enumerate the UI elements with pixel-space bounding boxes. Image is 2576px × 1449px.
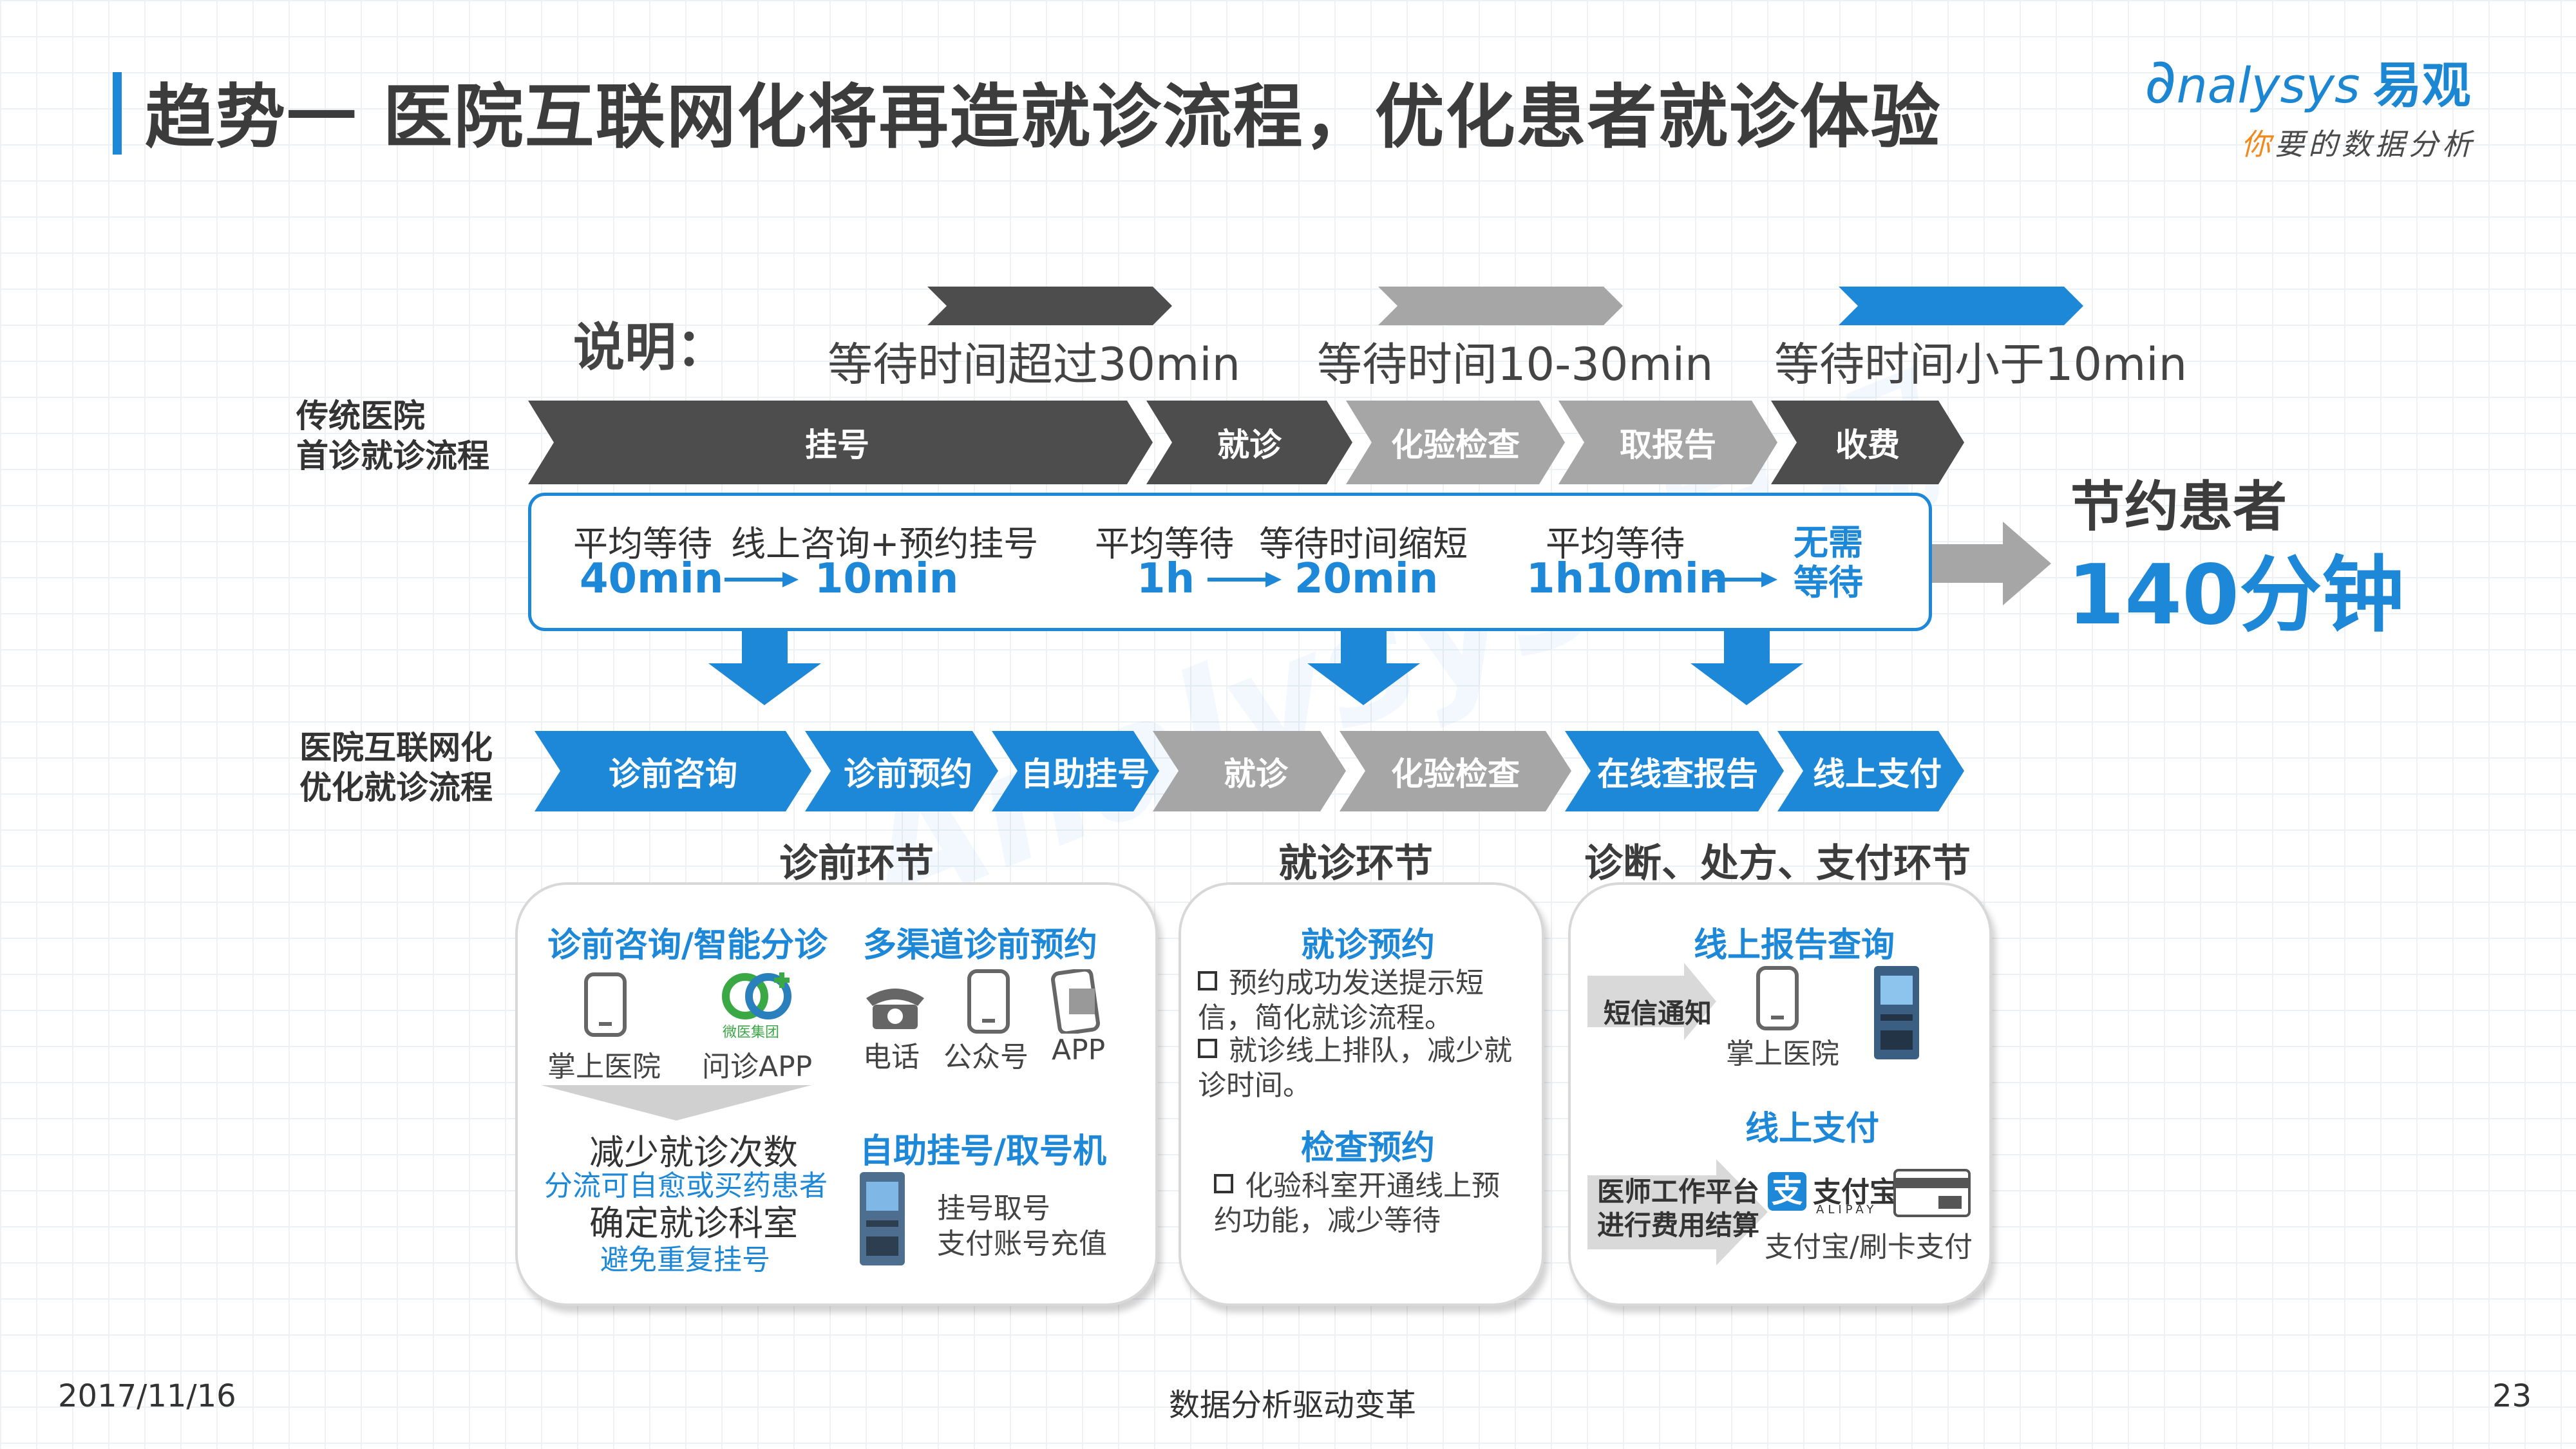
saving-label: 节约患者: [2070, 475, 2287, 538]
mobile-phone-icon: [584, 972, 627, 1037]
no-wait-label: 无需等待: [1794, 522, 1863, 603]
bank-card-icon: [1893, 1169, 1971, 1217]
step-lab-test: 化验检查: [1391, 426, 1520, 464]
improve-label-2: 等待时间缩短: [1259, 524, 1468, 564]
down-arrow-3: [1690, 628, 1803, 705]
benefit-avoid-repeat: 避免重复挂号: [600, 1244, 770, 1276]
improvement-box: [528, 493, 1932, 631]
mobile-phone-icon: [1756, 966, 1799, 1030]
legend-label-long: 等待时间超过30min: [828, 338, 1241, 391]
panel1-title-kiosk: 自助挂号/取号机: [860, 1132, 1106, 1171]
alipay-brand-en: ALIPAY: [1816, 1203, 1878, 1217]
traditional-flow-label: 传统医院首诊就诊流程: [296, 397, 489, 475]
arrow-right-icon: [1703, 572, 1777, 587]
telephone-icon: [866, 989, 924, 1029]
icon-label-consult-app: 问诊APP: [702, 1050, 813, 1083]
icon-label-app: APP: [1052, 1034, 1106, 1066]
panel3-title-report: 线上报告查询: [1694, 926, 1895, 965]
step-lab-test-2: 化验检查: [1391, 755, 1520, 793]
benefit-divert-patients: 分流可自愈或买药患者: [544, 1170, 828, 1202]
improve-label-1: 线上咨询+预约挂号: [731, 524, 1039, 564]
kiosk-label-register: 挂号取号: [937, 1192, 1050, 1225]
step-consult: 就诊: [1217, 426, 1282, 464]
panel1-title-booking: 多渠道诊前预约: [863, 926, 1098, 965]
title-accent-bar: [113, 72, 122, 155]
platform-label: 医师工作平台进行费用结算: [1597, 1176, 1760, 1241]
step-self-register: 自助挂号: [1021, 755, 1150, 793]
mobile-hospital-label: 掌上医院: [1726, 1037, 1839, 1070]
step-register: 挂号: [805, 426, 869, 464]
legend-arrow-blue: [1839, 287, 2083, 325]
improve-value-1: 10min: [815, 555, 959, 603]
legend-label-short: 等待时间小于10min: [1774, 338, 2188, 391]
section-pre-consult: 诊前环节: [779, 841, 934, 886]
icon-label-phone: 电话: [863, 1041, 920, 1074]
bullet-online-queue: 就诊线上排队，减少就诊时间。: [1198, 1034, 1512, 1102]
mobile-app-icon: [1051, 969, 1100, 1034]
footer-date: 2017/11/16: [58, 1378, 236, 1414]
saving-arrow: [1932, 522, 2051, 605]
section-diagnosis-pay: 诊断、处方、支付环节: [1584, 841, 1971, 886]
benefit-confirm-dept: 确定就诊科室: [589, 1203, 798, 1244]
wait-label-3: 平均等待: [1546, 524, 1685, 564]
platform-arrow: [1587, 1159, 1768, 1265]
down-arrow-2: [1307, 628, 1420, 705]
payment-methods-label: 支付宝/刷卡支付: [1765, 1231, 1973, 1264]
kiosk-machine-icon: [860, 1172, 905, 1265]
legend-arrow-dark: [927, 287, 1172, 325]
legend-label-medium: 等待时间10-30min: [1317, 338, 1714, 391]
step-online-report: 在线查报告: [1597, 755, 1758, 793]
step-pre-booking: 诊前预约: [844, 755, 972, 793]
panel2-title-booking: 就诊预约: [1301, 926, 1435, 965]
arrow-right-icon: [1208, 572, 1282, 587]
footer-slogan: 数据分析驱动变革: [1169, 1387, 1417, 1423]
panel2-title-exam: 检查预约: [1301, 1129, 1435, 1168]
wait-value-3: 1h10min: [1526, 555, 1728, 603]
legend-heading: 说明：: [573, 317, 728, 377]
section-consult: 就诊环节: [1278, 841, 1433, 886]
bullet-sms-notify: 预约成功发送提示短信，简化就诊流程。: [1198, 967, 1484, 1034]
saving-value: 140分钟: [2067, 547, 2405, 643]
icon-label-official-account: 公众号: [943, 1041, 1028, 1074]
page-title: 趋势一 医院互联网化将再造就诊流程，优化患者就诊体验: [145, 77, 1942, 158]
improve-value-2: 20min: [1294, 555, 1439, 603]
step-consult-2: 就诊: [1224, 755, 1288, 793]
funnel-arrow: [541, 1085, 811, 1121]
sms-notify-label: 短信通知: [1604, 998, 1712, 1029]
wait-value-2: 1h: [1137, 555, 1195, 603]
bullet-lab-booking: 化验科室开通线上预约功能，减少等待: [1214, 1170, 1500, 1237]
wedoctor-brand: 微医集团: [723, 1025, 780, 1041]
internet-flow-label: 医院互联网化优化就诊流程: [299, 729, 493, 806]
down-arrow-1: [708, 628, 821, 705]
step-online-pay: 线上支付: [1813, 755, 1942, 793]
benefit-fewer-visits: 减少就诊次数: [589, 1132, 798, 1173]
legend-arrow-gray: [1378, 287, 1623, 325]
kiosk-machine-icon: [1874, 966, 1919, 1059]
panel-consult: [1179, 882, 1544, 1306]
panel3-title-payment: 线上支付: [1745, 1110, 1880, 1148]
wait-value-1: 40min: [580, 555, 724, 603]
traditional-flow-chevrons: [528, 401, 1964, 484]
wait-label-1: 平均等待: [573, 524, 712, 564]
sms-notify-arrow: [1587, 963, 1716, 1040]
kiosk-label-recharge: 支付账号充值: [937, 1227, 1107, 1260]
step-payment: 收费: [1835, 426, 1900, 464]
icon-label-mobile-hospital: 掌上医院: [547, 1050, 661, 1083]
panel1-title-consult: 诊前咨询/智能分诊: [547, 926, 828, 965]
internet-flow-chevrons: [535, 731, 1964, 811]
mobile-phone-icon: [967, 969, 1010, 1034]
step-get-report: 取报告: [1620, 426, 1716, 464]
wait-label-2: 平均等待: [1095, 524, 1234, 564]
arrow-right-icon: [724, 572, 799, 587]
wedoctor-logo-icon: [722, 972, 791, 1019]
step-pre-consult: 诊前咨询: [609, 755, 737, 793]
alipay-logo-icon: 支: [1768, 1172, 1806, 1211]
page-number: 23: [2492, 1378, 2532, 1414]
alipay-brand: 支付宝: [1813, 1176, 1898, 1209]
